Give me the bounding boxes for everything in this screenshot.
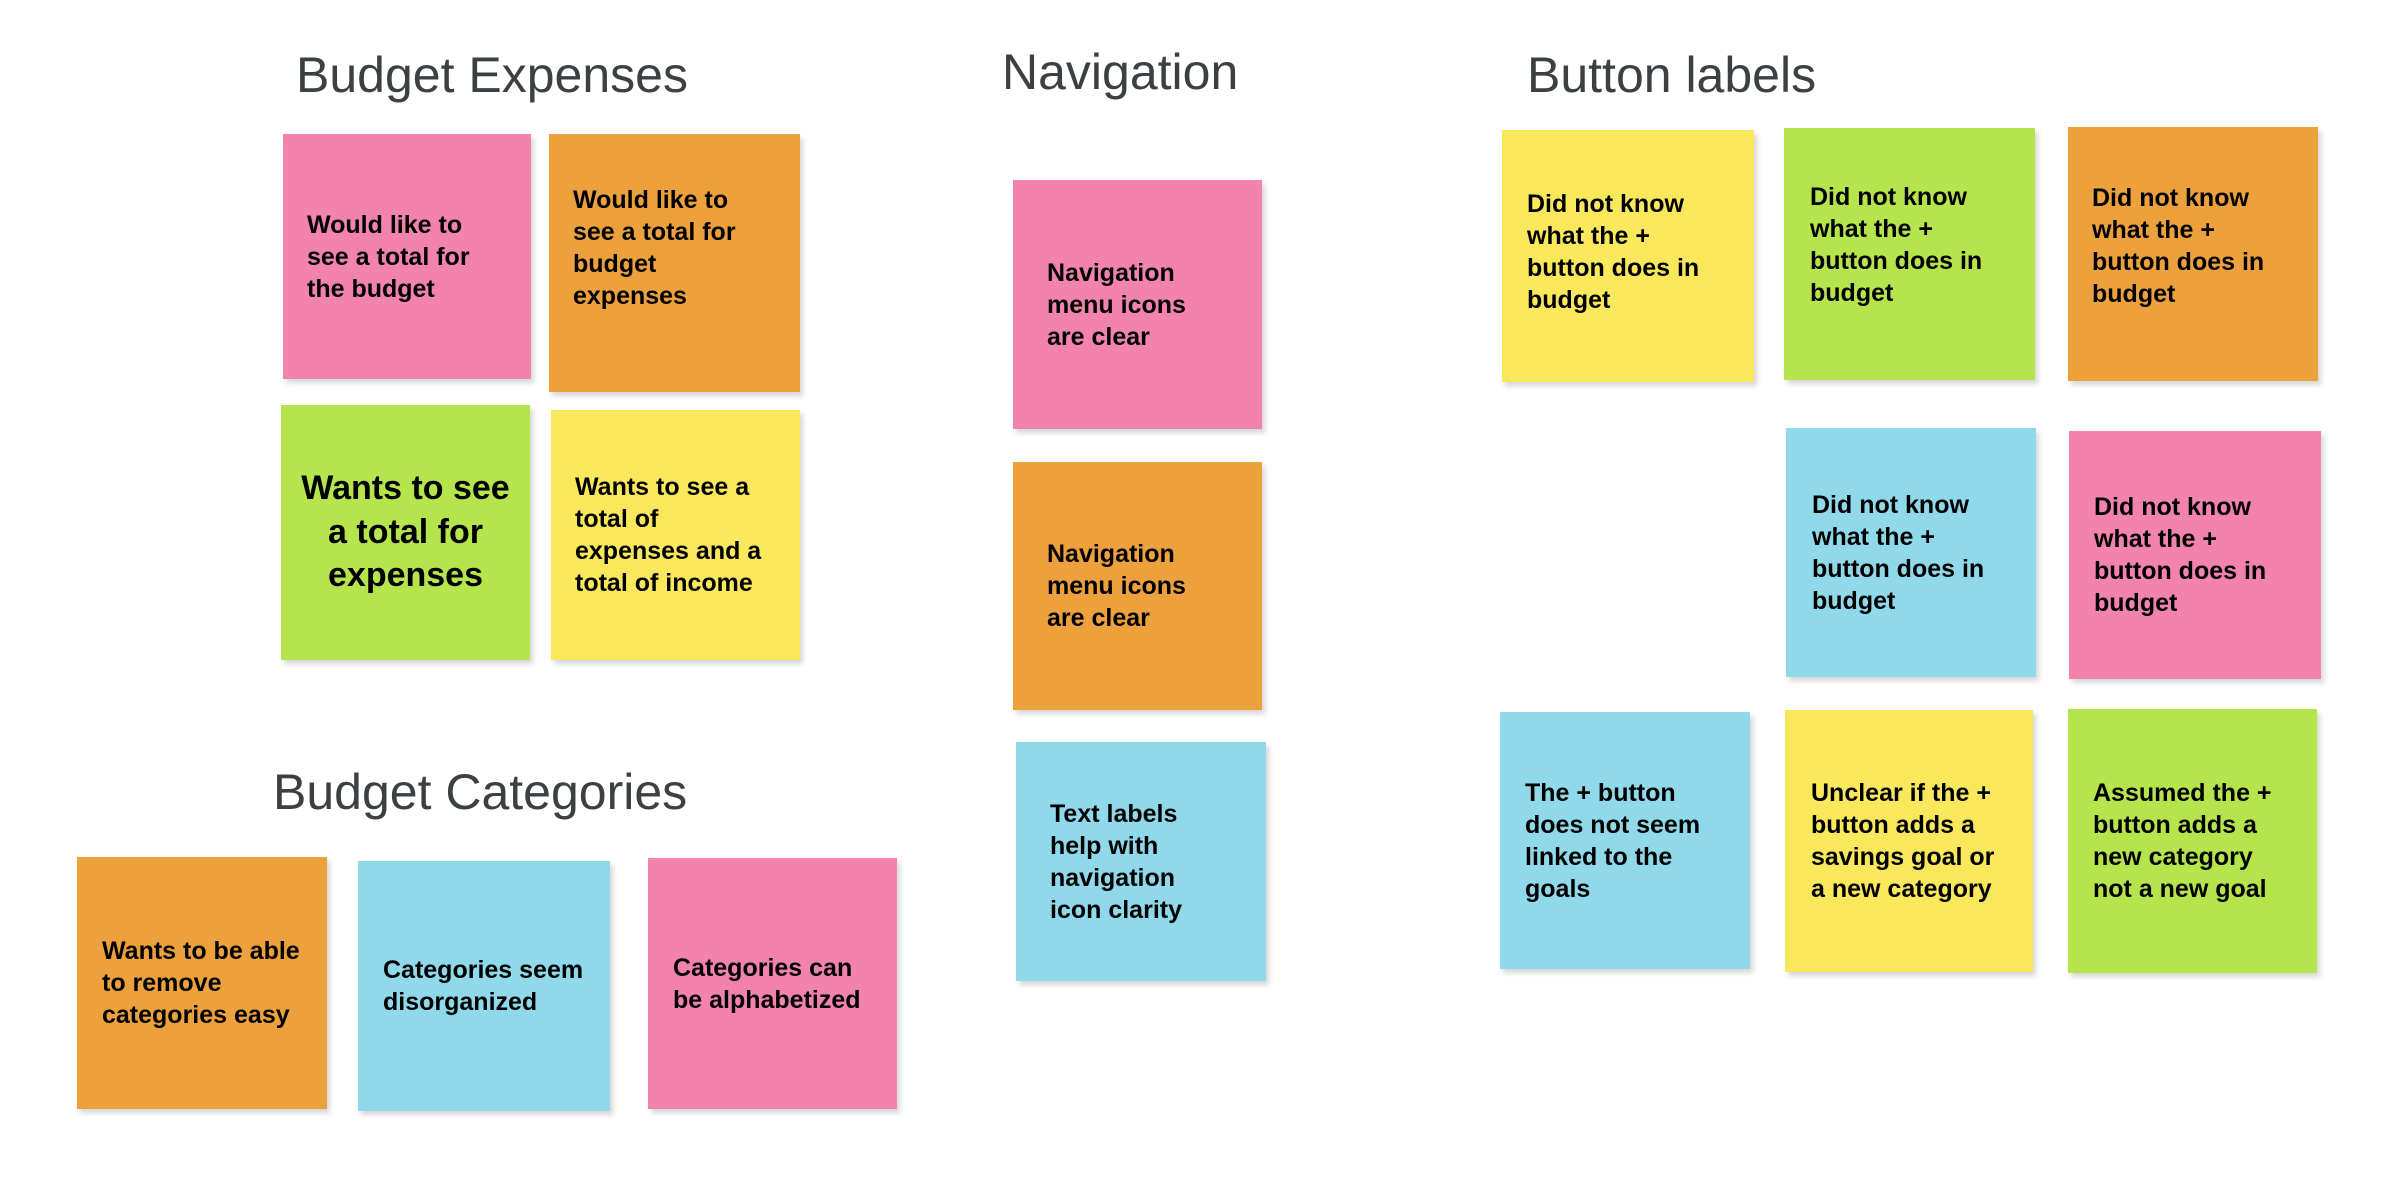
sticky-note-text: Would like to see a total for the budget xyxy=(307,210,470,303)
sticky-note[interactable]: Text labels help with navigation icon cl… xyxy=(1016,742,1266,981)
sticky-note[interactable]: Wants to be able to remove categories ea… xyxy=(77,857,327,1109)
sticky-note-text: Did not know what the + button does in b… xyxy=(1812,490,1985,615)
sticky-note-text: The + button does not seem linked to the… xyxy=(1525,778,1701,903)
sticky-note-text: Text labels help with navigation icon cl… xyxy=(1050,799,1182,924)
section-title-navigation: Navigation xyxy=(1002,44,1239,100)
section-title-budget-categories: Budget Categories xyxy=(273,764,688,820)
sticky-note-text: Wants to be able to remove categories ea… xyxy=(102,937,300,1029)
sticky-note-text: Did not know what the + button does in b… xyxy=(2092,184,2265,308)
sticky-note-text: Did not know what the + button does in b… xyxy=(1527,190,1700,314)
sticky-note-text: Would like to see a total for budget exp… xyxy=(573,186,736,310)
sticky-note[interactable]: Unclear if the + button adds a savings g… xyxy=(1785,710,2033,972)
sticky-note-text: Wants to see a total for expenses xyxy=(301,469,510,595)
sticky-note-text: Wants to see a total of expenses and a t… xyxy=(575,473,762,597)
sticky-note-text: Did not know what the + button does in b… xyxy=(2094,493,2267,617)
sticky-note-text: Navigation menu icons are clear xyxy=(1047,258,1186,351)
sticky-note[interactable]: Would like to see a total for the budget xyxy=(283,134,531,379)
sticky-note-text: Navigation menu icons are clear xyxy=(1047,540,1186,632)
sticky-note[interactable]: Navigation menu icons are clear xyxy=(1013,462,1262,710)
sticky-note[interactable]: Did not know what the + button does in b… xyxy=(2069,431,2321,679)
sticky-note[interactable]: Did not know what the + button does in b… xyxy=(1784,128,2035,380)
sticky-note[interactable]: Categories seem disorganized xyxy=(358,861,610,1111)
sticky-note[interactable]: Wants to see a total for expenses xyxy=(281,405,530,660)
sticky-note[interactable]: Would like to see a total for budget exp… xyxy=(549,134,800,392)
sticky-note[interactable]: Did not know what the + button does in b… xyxy=(2068,127,2318,381)
sticky-note[interactable]: The + button does not seem linked to the… xyxy=(1500,712,1750,969)
sticky-note[interactable]: Categories can be alphabetized xyxy=(648,858,897,1109)
sticky-note[interactable]: Did not know what the + button does in b… xyxy=(1502,130,1754,382)
sticky-note-text: Categories can be alphabetized xyxy=(673,953,861,1014)
sticky-note-text: Did not know what the + button does in b… xyxy=(1810,183,1983,307)
sticky-note[interactable]: Assumed the + button adds a new category… xyxy=(2068,709,2317,973)
sticky-note[interactable]: Wants to see a total of expenses and a t… xyxy=(551,410,800,660)
sticky-note-text: Unclear if the + button adds a savings g… xyxy=(1811,779,1995,903)
sticky-note-text: Assumed the + button adds a new category… xyxy=(2093,779,2272,903)
sticky-note[interactable]: Did not know what the + button does in b… xyxy=(1786,428,2036,677)
sticky-note[interactable]: Navigation menu icons are clear xyxy=(1013,180,1262,429)
sticky-note-text: Categories seem disorganized xyxy=(383,956,584,1016)
section-title-button-labels: Button labels xyxy=(1527,47,1817,103)
section-title-budget-expenses: Budget Expenses xyxy=(296,47,688,103)
